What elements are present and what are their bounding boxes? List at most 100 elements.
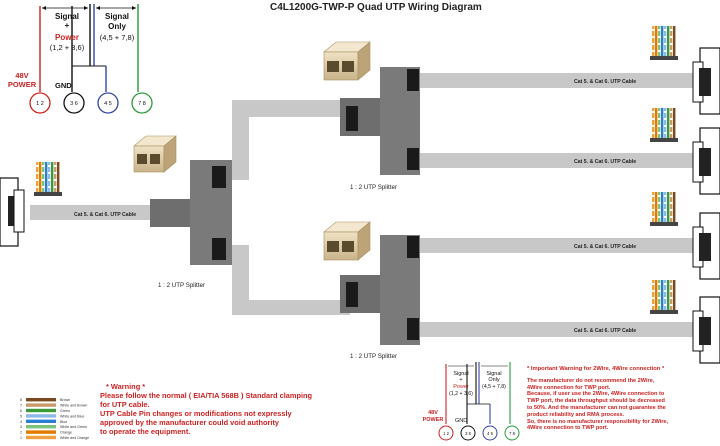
wire-strand-stripe <box>658 118 661 120</box>
cable-label-input: Cat 5. & Cat 6. UTP Cable <box>74 212 136 218</box>
legend-swatch <box>26 408 56 413</box>
rj45-jack-right-1 <box>692 47 720 115</box>
main-splitter-port-top <box>212 166 226 188</box>
wire-strand-stripe <box>48 165 51 167</box>
wire-strand-stripe <box>670 43 673 45</box>
wire-strand-stripe <box>658 195 661 197</box>
legend-swatch <box>26 414 56 418</box>
legend-top-so-line2: Only <box>108 22 126 31</box>
wire-strand-stripe <box>658 132 661 134</box>
lower-splitter-port-bottom <box>407 318 419 340</box>
wire-strand-stripe <box>652 195 655 197</box>
warning-right-line-9: 4Wire connection to TWP port. <box>527 425 609 432</box>
wire-strand <box>658 108 661 138</box>
warning-left-line-3: for UTP cable. <box>100 400 150 409</box>
wire-strand-stripe <box>48 179 51 181</box>
wire-strand-stripe <box>652 297 655 299</box>
legend-color-name: White and Blue <box>60 414 84 418</box>
wire-strand-stripe <box>658 209 661 211</box>
wire-strand-stripe <box>652 36 655 38</box>
wire-strand-stripe <box>658 297 661 299</box>
wire-strand-stripe <box>658 283 661 285</box>
wire-strand-stripe <box>670 290 673 292</box>
lower-splitter-port-top <box>407 236 419 258</box>
coupler-upper <box>323 41 371 81</box>
wire-strand-stripe <box>664 111 667 113</box>
legend-pin-number: 3 <box>20 425 22 429</box>
wire-strand-stripe <box>36 172 39 174</box>
legend-bottom-so-line2: Only <box>488 377 500 383</box>
warning-right-line-2: The manufacturer do not recommend the 2W… <box>527 377 655 384</box>
connector-base <box>34 192 62 196</box>
wire-strand-stripe <box>54 165 57 167</box>
connector-base <box>650 56 678 60</box>
cable-label-out-1: Cat 5. & Cat 6. UTP Cable <box>574 79 636 85</box>
warning-right: * Important Warning for 2Wire, 4Wire con… <box>527 366 668 432</box>
splitter-label-lower: 1 : 2 UTP Splitter <box>350 353 397 360</box>
wire-strand-stripe <box>670 118 673 120</box>
wire-strand-stripe <box>664 50 667 52</box>
wire-strand-stripe <box>42 165 45 167</box>
splitter-label-upper: 1 : 2 UTP Splitter <box>350 184 397 191</box>
wire-strand <box>664 108 667 138</box>
output-cable-4 <box>420 322 695 337</box>
wire-strand-stripe <box>658 202 661 204</box>
wire-strand-stripe <box>670 195 673 197</box>
wire-strand <box>57 162 60 192</box>
wire-bundle-right-3 <box>650 192 678 226</box>
wire-strand <box>652 280 655 310</box>
wire-strand-stripe <box>664 216 667 218</box>
wire-bundles <box>34 26 678 314</box>
wire-strand <box>673 26 676 56</box>
legend-pin-number: 5 <box>20 414 22 418</box>
output-cable-1 <box>420 73 695 88</box>
wire-strand <box>664 26 667 56</box>
legend-bottom-pin-45: 4 5 <box>487 431 493 436</box>
legend-bottom-sp-line3: Power <box>453 384 469 390</box>
wire-bundle-right-2 <box>650 108 678 142</box>
wire-strand-stripe <box>652 202 655 204</box>
wire-strand-stripe <box>652 132 655 134</box>
pin-legend-top: Signal + Power (1,2 + 3,6) Signal Only (… <box>8 4 153 114</box>
legend-pin-number: 6 <box>20 409 22 413</box>
splitter-label-main: 1 : 2 UTP Splitter <box>158 282 205 289</box>
wire-strand-stripe <box>652 29 655 31</box>
wire-strand-stripe <box>48 172 51 174</box>
legend-color-name: Orange <box>60 431 72 435</box>
legend-top-pin-36: 3 6 <box>70 101 78 107</box>
wire-strand-stripe <box>664 202 667 204</box>
main-splitter-neck <box>150 199 190 227</box>
wire-strand <box>45 162 48 192</box>
legend-swatch <box>26 425 56 429</box>
warning-right-line-8: So, there is no manufacturer responsibil… <box>527 418 669 425</box>
wire-strand <box>658 26 661 56</box>
wire-strand <box>655 26 658 56</box>
warning-right-line-6: to 50%. And the manufacturer can not gua… <box>527 404 666 411</box>
wire-strand <box>673 108 676 138</box>
wire-strand-stripe <box>670 36 673 38</box>
wire-strand-stripe <box>42 172 45 174</box>
legend-top-gnd: GND <box>55 81 72 90</box>
legend-pin-number: 4 <box>20 420 22 424</box>
legend-color-name: Blue <box>60 420 67 424</box>
wire-strand-stripe <box>42 179 45 181</box>
warning-right-line-4: Because, if user use the 2Wire, 4Wire co… <box>527 391 665 398</box>
wire-strand-stripe <box>42 186 45 188</box>
wire-strand-stripe <box>36 165 39 167</box>
legend-bottom-so-line3: (4,5 + 7,8) <box>482 384 506 390</box>
legend-swatch <box>26 398 56 402</box>
wire-strand <box>667 192 670 222</box>
wire-strand-stripe <box>664 36 667 38</box>
wire-strand-stripe <box>652 283 655 285</box>
wire-strand <box>42 162 45 192</box>
legend-top-so-line3: (4,5 + 7,8) <box>100 33 135 42</box>
wire-strand-stripe <box>658 36 661 38</box>
wire-strand-stripe <box>652 304 655 306</box>
wire-strand-stripe <box>670 132 673 134</box>
wire-strand-stripe <box>658 125 661 127</box>
legend-top-sp-line1: Signal <box>55 12 79 21</box>
wire-strand-stripe <box>664 304 667 306</box>
cables <box>30 73 695 337</box>
wire-strand-stripe <box>652 50 655 52</box>
